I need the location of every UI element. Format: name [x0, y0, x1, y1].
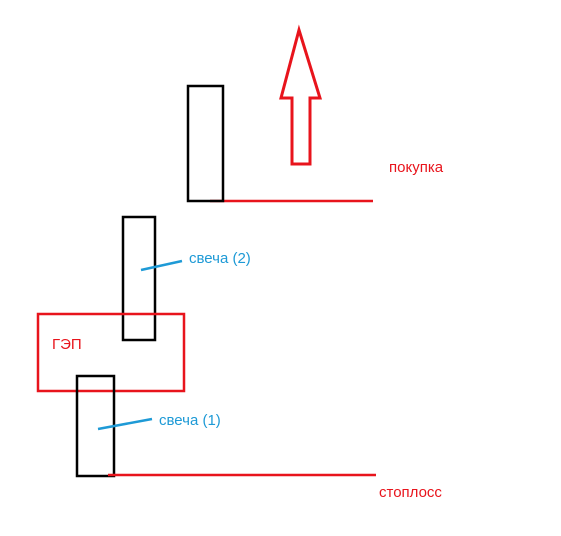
candle-2-label: свеча (2)	[189, 250, 251, 267]
buy-label: покупка	[389, 159, 444, 176]
candle-1-pointer	[97, 417, 153, 431]
up-arrow-icon	[279, 24, 323, 166]
gap-box	[36, 312, 186, 393]
gap-label: ГЭП	[52, 336, 82, 353]
stoploss-label: стоплосс	[379, 484, 442, 501]
candle-top	[186, 84, 225, 203]
candle-2	[121, 215, 157, 342]
candle-2-pointer	[140, 259, 183, 272]
candle-1-label: свеча (1)	[159, 412, 221, 429]
